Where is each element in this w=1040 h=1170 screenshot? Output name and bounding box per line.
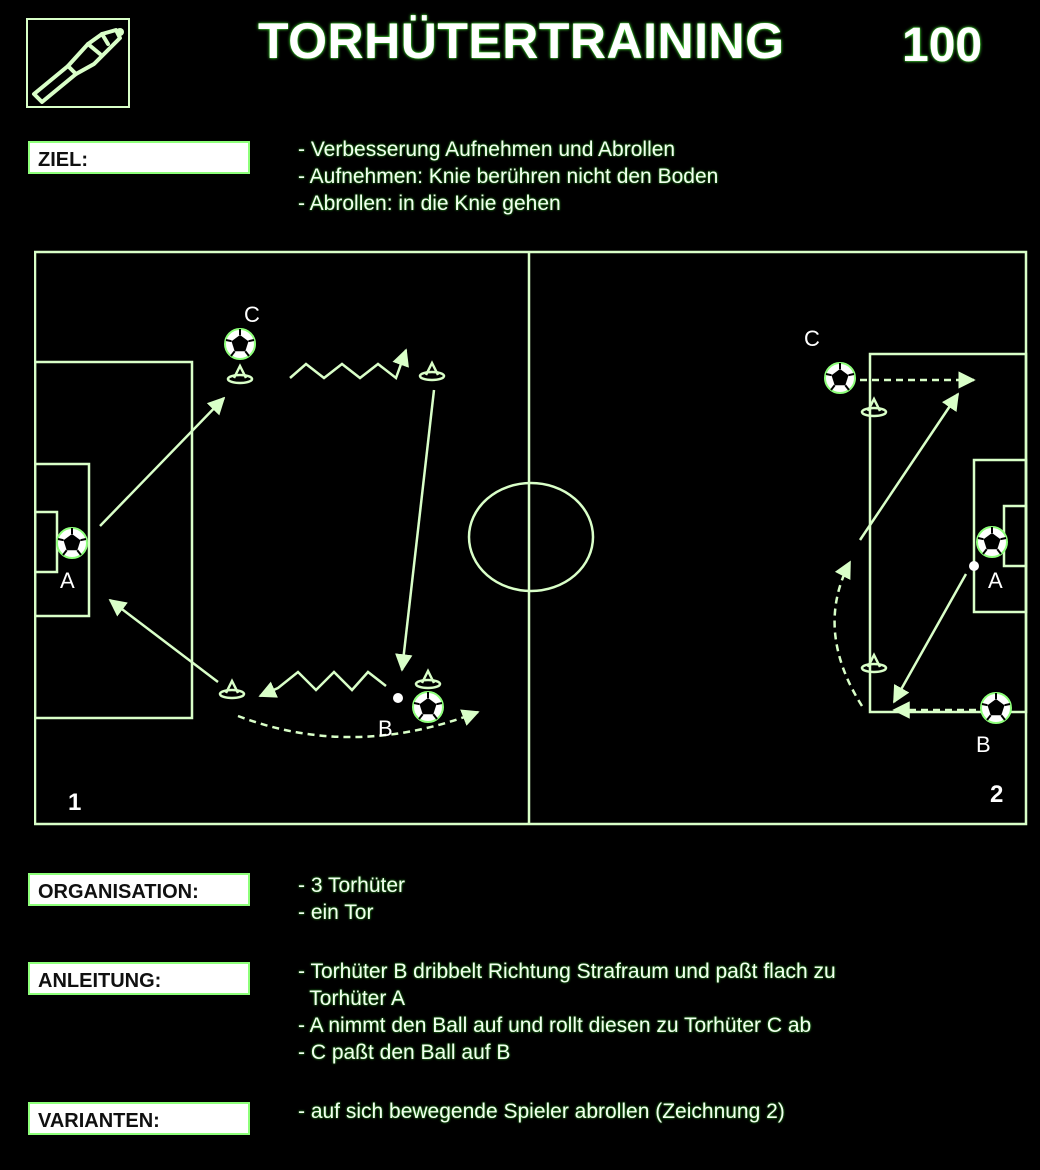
ziel-label: ZIEL: xyxy=(28,141,250,174)
ziel-line: - Abrollen: in die Knie gehen xyxy=(298,192,561,215)
page-title: TORHÜTERTRAINING xyxy=(258,13,785,69)
varianten-label: VARIANTEN: xyxy=(28,1102,250,1135)
player-b-label: B xyxy=(378,716,393,741)
drawing-number-1: 1 xyxy=(68,789,81,816)
goalkeeper-glove-icon xyxy=(26,18,130,108)
organisation-line: - 3 Torhüter xyxy=(298,874,405,897)
field-diagram: C A B 1 C A B 2 xyxy=(34,250,1028,828)
drawing-1 xyxy=(99,348,480,739)
varianten-text: - auf sich bewegende Spieler abrollen (Z… xyxy=(298,1098,785,1125)
anleitung-line: - A nimmt den Ball auf und rollt diesen … xyxy=(298,1014,812,1037)
exercise-number: 100 xyxy=(902,19,983,72)
ziel-line: - Aufnehmen: Knie berühren nicht den Bod… xyxy=(298,165,719,188)
player-c-label: C xyxy=(244,302,260,327)
varianten-line: - auf sich bewegende Spieler abrollen (Z… xyxy=(298,1100,785,1123)
ziel-text: - Verbesserung Aufnehmen und Abrollen - … xyxy=(298,136,718,217)
ziel-line: - Verbesserung Aufnehmen und Abrollen xyxy=(298,138,676,161)
drawing-2 xyxy=(833,371,976,719)
player-a-label: A xyxy=(60,568,75,593)
anleitung-line: - Torhüter B dribbelt Richtung Strafraum… xyxy=(298,960,836,983)
player-b-label-2: B xyxy=(976,732,991,757)
organisation-text: - 3 Torhüter - ein Tor xyxy=(298,872,405,926)
anleitung-line: Torhüter A xyxy=(298,987,406,1010)
anleitung-label: ANLEITUNG: xyxy=(28,962,250,995)
organisation-line: - ein Tor xyxy=(298,901,374,924)
anleitung-text: - Torhüter B dribbelt Richtung Strafraum… xyxy=(298,958,836,1066)
organisation-label: ORGANISATION: xyxy=(28,873,250,906)
drawing-number-2: 2 xyxy=(990,781,1003,808)
player-a-label-2: A xyxy=(988,568,1003,593)
anleitung-line: - C paßt den Ball auf B xyxy=(298,1041,511,1064)
player-c-label-2: C xyxy=(804,326,820,351)
